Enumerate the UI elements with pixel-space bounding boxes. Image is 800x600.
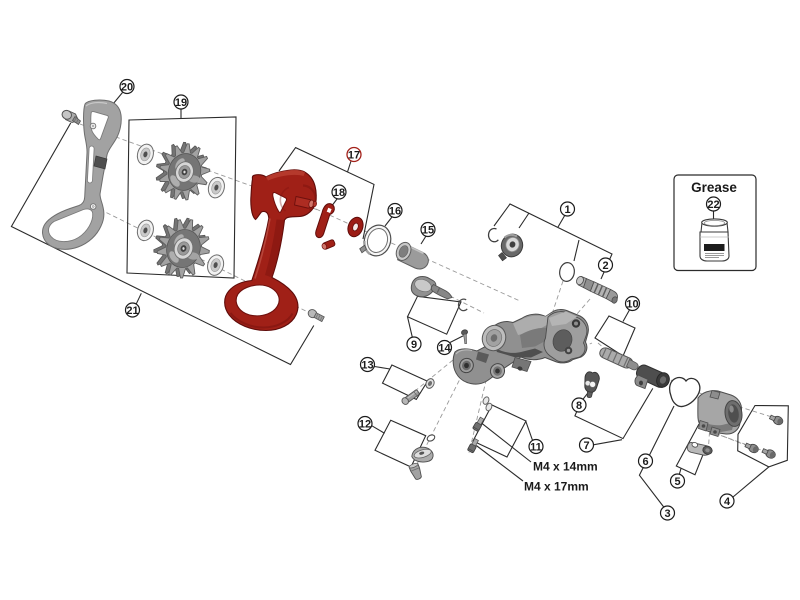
svg-text:3: 3 (664, 508, 670, 520)
svg-text:Grease: Grease (691, 180, 737, 195)
svg-text:12: 12 (359, 418, 371, 430)
svg-text:7: 7 (583, 440, 589, 452)
svg-text:21: 21 (126, 305, 138, 317)
svg-text:22: 22 (707, 199, 719, 211)
svg-text:M4 x 14mm: M4 x 14mm (533, 460, 598, 474)
svg-text:11: 11 (530, 441, 542, 453)
svg-text:5: 5 (674, 476, 680, 488)
svg-text:16: 16 (389, 205, 401, 217)
svg-text:20: 20 (121, 81, 133, 93)
svg-text:14: 14 (438, 342, 451, 354)
svg-text:1: 1 (564, 204, 570, 216)
svg-text:18: 18 (333, 187, 345, 199)
svg-text:17: 17 (348, 149, 360, 161)
svg-text:M4 x 17mm: M4 x 17mm (524, 480, 589, 494)
svg-text:15: 15 (422, 224, 434, 236)
svg-text:13: 13 (361, 359, 373, 371)
svg-text:10: 10 (626, 298, 638, 310)
svg-text:6: 6 (642, 456, 648, 468)
svg-text:19: 19 (175, 97, 187, 109)
svg-text:4: 4 (724, 496, 731, 508)
svg-text:2: 2 (602, 260, 608, 272)
svg-text:9: 9 (411, 339, 417, 351)
svg-text:8: 8 (576, 400, 582, 412)
